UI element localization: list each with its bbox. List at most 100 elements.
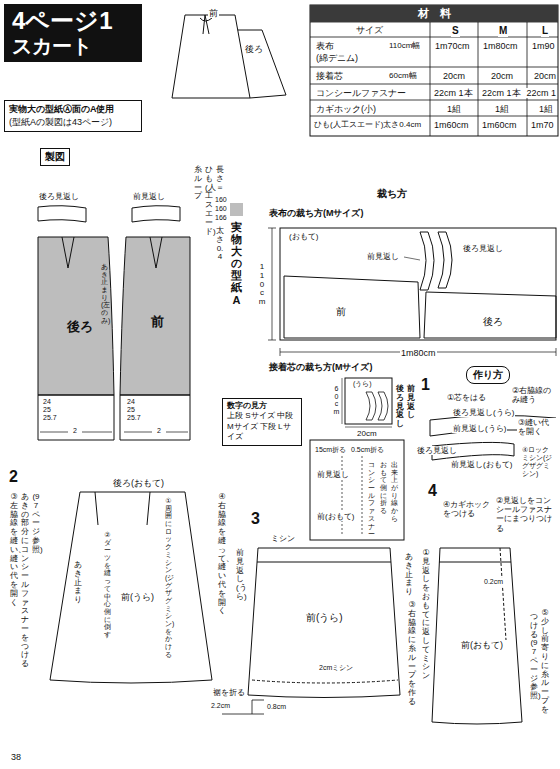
label: 前 — [150, 315, 165, 330]
vertical-note: 長さ＝ — [216, 165, 224, 193]
label: 1m60cm — [481, 120, 518, 130]
label: S — [451, 25, 460, 37]
label: 25.7 — [126, 414, 142, 422]
vertical-note: (97ページ参照) — [32, 492, 40, 556]
stitch-line — [252, 680, 398, 683]
label: (うら) — [352, 380, 373, 388]
table-grid — [310, 22, 558, 136]
front-layout — [284, 276, 420, 338]
vertical-note: ①見返しをおもてに返してミシン — [422, 548, 430, 682]
vertical-note: 糸ループ — [194, 165, 202, 202]
label: 2.2cm — [210, 702, 231, 710]
label: 60cm幅 — [388, 71, 418, 80]
label: 160 — [214, 196, 228, 204]
label: 22cm 1 — [525, 88, 557, 98]
label: 2 — [156, 427, 162, 435]
vertical-note: 後ろ見返し — [396, 384, 404, 430]
vertical-note: 出来上がり線から — [391, 460, 398, 524]
label: 前見返し — [132, 192, 166, 201]
interfacing — [345, 378, 392, 424]
label: 1 — [420, 376, 431, 394]
section-heading-box: 製図 — [40, 148, 70, 166]
label: 前 — [208, 8, 219, 18]
label: 1組 — [538, 104, 554, 114]
node-text: (型紙Aの製図は43ページ) — [9, 116, 137, 129]
label: M — [498, 25, 508, 37]
label: 110cm幅 — [388, 41, 421, 50]
node-text: 実物大の型紙Ⓐ面のA使用 — [9, 103, 137, 116]
vertical-note: コンシールファスナー — [368, 460, 375, 539]
label: 後ろ見返し — [416, 446, 458, 455]
label: 接着芯 — [315, 71, 344, 81]
fold-line — [342, 456, 362, 536]
dimension-line — [268, 228, 276, 340]
label: ひも(人工スエード)太さ0.4cm — [313, 120, 422, 129]
facing-layout — [438, 232, 452, 288]
node-text: 作り方 — [473, 368, 503, 382]
label: 前見返し(おもて) — [450, 460, 513, 469]
label: 前(おもて) — [316, 512, 355, 521]
label: 24 — [126, 398, 136, 406]
label: 1m70 — [530, 120, 555, 130]
fabric — [280, 228, 556, 340]
label: 1m90 — [531, 41, 556, 51]
legend-box: 数字の見方上段 Sサイズ 中段 Mサイズ 下段 Lサイズ — [222, 398, 302, 446]
detail-box — [310, 440, 404, 540]
label: 20cm — [356, 429, 378, 438]
vertical-note: 前見返し — [407, 384, 415, 421]
vertical-note: 太さ0.4 — [216, 226, 224, 263]
pattern-swatch — [230, 203, 243, 216]
vertical-note: おもて側に折る — [380, 460, 387, 516]
label: 前 — [335, 306, 347, 318]
vertical-note: ②ダーツを縫って中心側に倒す — [104, 530, 111, 640]
node-text: 数字の見方 — [227, 401, 297, 411]
vertical-note: ひも(人工スエード) — [205, 165, 213, 237]
label: 1組 — [446, 104, 462, 114]
label: カギホック(小) — [315, 104, 377, 114]
label: 裁ち方 — [376, 188, 408, 200]
vertical-note: 60cm — [333, 384, 340, 417]
label: 25 — [42, 406, 52, 414]
vertical-note: あき止まり(左のみ) — [101, 262, 108, 326]
label: (おもて) — [288, 232, 319, 241]
label: 前(うら) — [120, 592, 155, 602]
label: 20cm — [490, 71, 514, 81]
label: 前(うら) — [305, 612, 344, 624]
back-layout — [424, 292, 556, 338]
label: 1m80cm — [400, 348, 437, 358]
skirt-step4 — [432, 548, 522, 724]
label: 160 — [214, 205, 228, 213]
skirt-sketch-front — [172, 15, 250, 98]
node-text: スカート — [12, 34, 134, 58]
label: 表布の裁ち方(Mサイズ) — [268, 208, 365, 218]
label: 後ろ(おもて) — [112, 478, 165, 488]
label: ミシン — [270, 534, 296, 543]
facing-layout — [420, 232, 434, 290]
skirt-step3 — [248, 548, 400, 698]
label: 1m70cm — [434, 41, 471, 51]
label: 20cm — [533, 71, 557, 81]
label: ④カギホックをつける — [442, 500, 494, 518]
facing-step — [430, 415, 556, 436]
label: 前(おもて) — [460, 640, 504, 650]
vertical-note: あき止まり — [74, 560, 82, 606]
back-hem — [38, 395, 114, 440]
label: (綿デニム) — [315, 53, 359, 63]
label: 0.2cm — [483, 578, 504, 586]
dart — [150, 237, 162, 268]
label: ③縫い代を開く — [517, 418, 557, 436]
back-piece — [38, 237, 114, 395]
label: 前見返し(うら) — [452, 424, 507, 433]
front-piece — [120, 237, 190, 395]
label: 25.7 — [42, 414, 58, 422]
waistband — [257, 562, 391, 563]
label: 表布 — [315, 41, 335, 51]
label: 4 — [427, 482, 438, 500]
zipper-line — [500, 548, 506, 640]
label: 2 — [8, 468, 19, 486]
label: 後ろ — [66, 320, 94, 335]
label: 20cm — [442, 71, 466, 81]
label: 2 — [72, 427, 78, 435]
vertical-note: あきの部分にコンシールファスナーをつける — [21, 492, 29, 670]
